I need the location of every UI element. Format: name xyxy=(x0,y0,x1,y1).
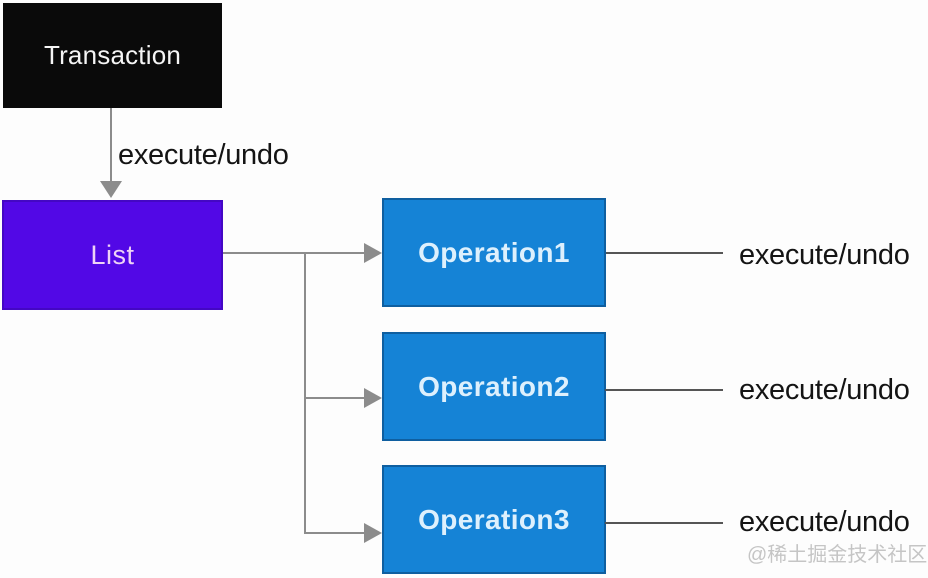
operation2-out-line xyxy=(605,389,723,391)
watermark-text: @稀土掘金技术社区 xyxy=(747,544,928,566)
transaction-node: Transaction xyxy=(3,3,222,108)
edge-label-operation3-out: execute/undo xyxy=(739,506,910,538)
list-label: List xyxy=(90,239,135,270)
operation1-out-line xyxy=(606,252,723,254)
operation1-label: Operation1 xyxy=(418,236,570,268)
down-arrowhead-icon xyxy=(100,181,122,198)
operation2-node: Operation2 xyxy=(382,332,606,441)
edge-label-operation2-out: execute/undo xyxy=(739,374,910,406)
operation2-label: Operation2 xyxy=(418,370,570,402)
list-node: List xyxy=(2,200,223,310)
operation3-label: Operation3 xyxy=(418,503,570,535)
branch-trunk-line xyxy=(304,252,306,533)
list-to-operation3-line xyxy=(304,532,366,534)
operation3-node: Operation3 xyxy=(382,465,606,574)
right-arrowhead-icon xyxy=(364,388,382,408)
list-to-operation2-line xyxy=(304,397,366,399)
edge-label-transaction-to-list: execute/undo xyxy=(118,139,289,171)
edge-label-operation1-out: execute/undo xyxy=(739,239,910,271)
right-arrowhead-icon xyxy=(364,243,382,263)
transaction-to-list-line xyxy=(110,108,112,184)
transaction-label: Transaction xyxy=(43,40,182,70)
list-to-operation1-line xyxy=(223,252,366,254)
operation1-node: Operation1 xyxy=(382,198,606,307)
right-arrowhead-icon xyxy=(364,523,382,543)
operation3-out-line xyxy=(605,522,723,524)
